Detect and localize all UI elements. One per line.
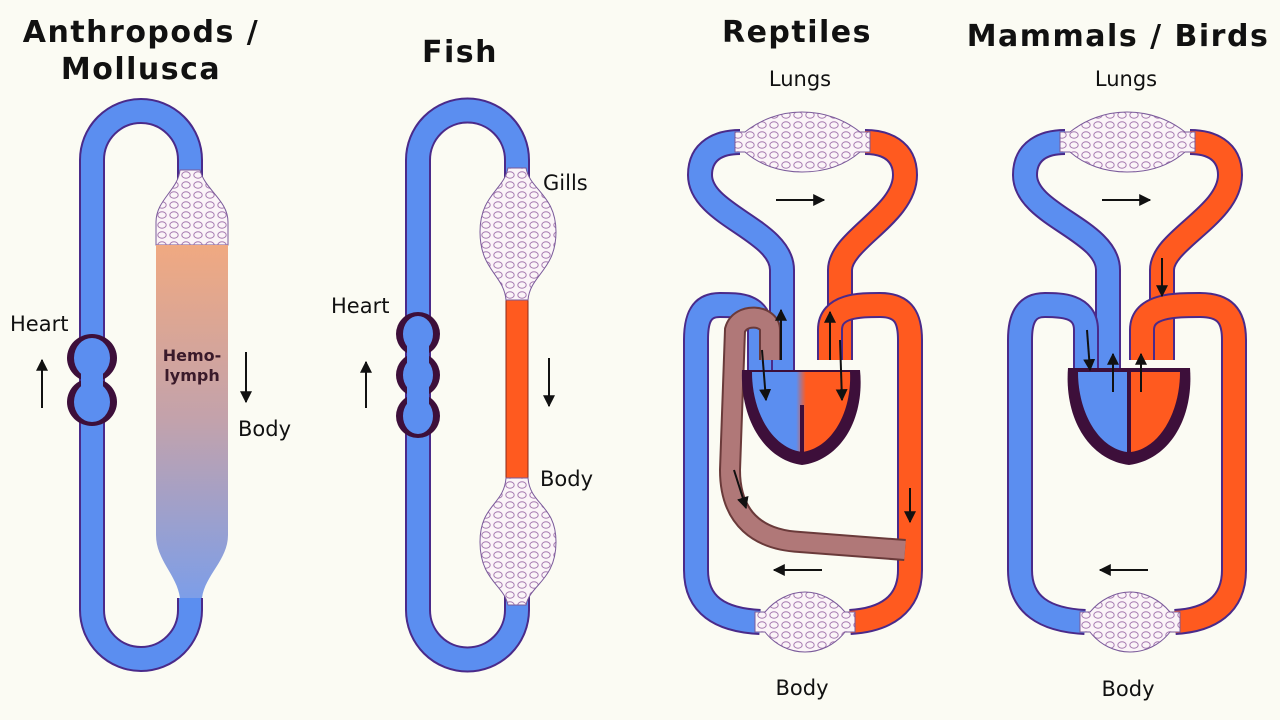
- fish-title: Fish: [422, 35, 498, 70]
- reptiles-heart-arrow-down-2: [835, 339, 848, 402]
- fish-panel: Fish Heart Gills Body: [331, 35, 593, 673]
- mammals-title: Mammals / Birds: [967, 19, 1270, 54]
- reptiles-panel: Reptiles Lungs Body: [683, 15, 923, 700]
- fish-heart: [396, 312, 440, 438]
- hemolymph-label-line1: Hemo-: [163, 346, 222, 365]
- reptiles-systemic-oxy: [817, 291, 923, 635]
- reptiles-heart-arrow-down: [759, 349, 772, 402]
- hemolymph-label-line2: lymph: [164, 366, 219, 385]
- fish-body-capillary: [479, 477, 557, 606]
- mammals-lungs-capillary: [1059, 111, 1196, 173]
- arthropods-heart-label: Heart: [10, 312, 68, 336]
- fish-body-label: Body: [540, 467, 593, 491]
- arthropods-body-label: Body: [238, 417, 291, 441]
- mammals-body-capillary: [1079, 591, 1181, 653]
- arthropods-heart: [67, 334, 117, 426]
- arthropods-capillary-bed: [155, 169, 229, 246]
- reptiles-body-label: Body: [775, 676, 828, 700]
- arthropods-title-line1: Anthropods /: [23, 15, 260, 50]
- reptiles-mixed-arrow: [733, 469, 749, 510]
- arthropods-panel: Anthropods / Mollusca Heart Body Hemo- l…: [10, 15, 291, 672]
- fish-gills-label: Gills: [543, 171, 588, 195]
- reptiles-lungs-capillary: [734, 111, 871, 173]
- arthropods-hemolymph: [156, 245, 228, 598]
- mammals-lungs-label: Lungs: [1095, 67, 1157, 91]
- fish-heart-label: Heart: [331, 294, 389, 318]
- arthropods-title-line2: Mollusca: [61, 52, 221, 87]
- fish-gills-capillary: [479, 167, 557, 301]
- reptiles-title: Reptiles: [722, 15, 872, 50]
- reptiles-lungs-label: Lungs: [769, 67, 831, 91]
- mammals-panel: Mammals / Birds Lungs Body: [967, 19, 1270, 701]
- mammals-body-label: Body: [1101, 677, 1154, 701]
- fish-oxygenated-vessel: [505, 289, 529, 491]
- mammals-heart-arrow-down: [1083, 329, 1096, 372]
- reptiles-body-capillary: [754, 591, 856, 653]
